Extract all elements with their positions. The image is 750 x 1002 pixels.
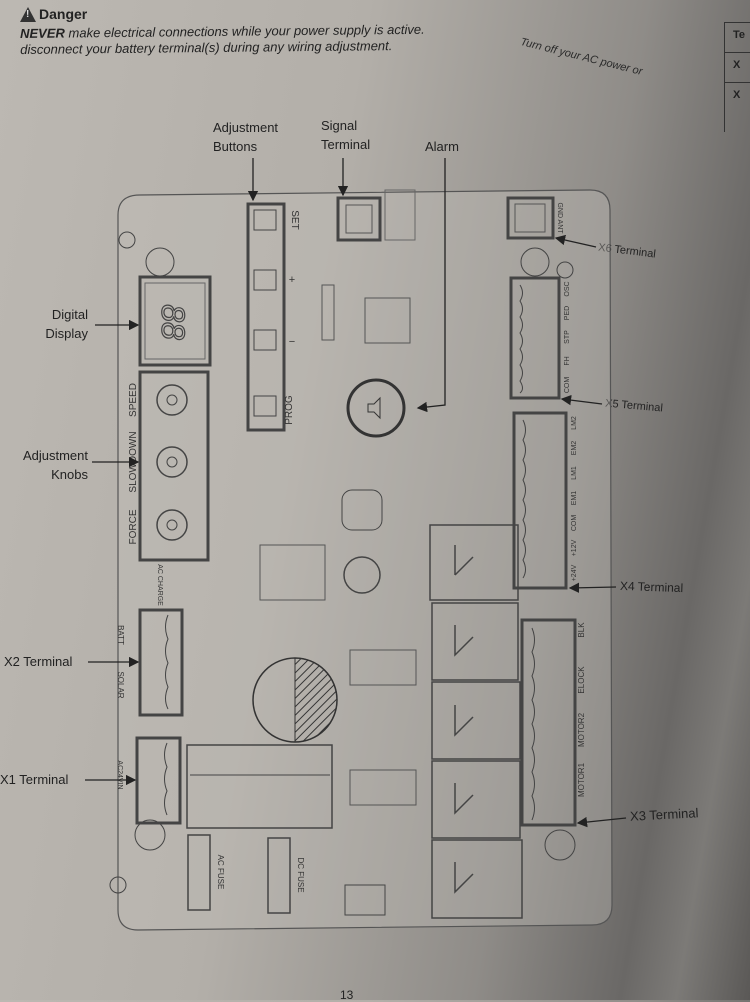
- callout-text: Knobs: [51, 467, 88, 482]
- minus-button[interactable]: [253, 329, 277, 351]
- danger-title: Danger: [39, 6, 88, 22]
- callout-text: Terminal: [321, 137, 371, 152]
- x5-terminal: [509, 276, 561, 400]
- x6-pin-labels: GND ANT: [556, 202, 563, 234]
- x3-pin-label: MOTOR2: [577, 712, 586, 747]
- danger-notice: Danger NEVER make electrical connections…: [20, 6, 425, 58]
- x3-pin-label: ELOCK: [577, 666, 586, 694]
- x4-pin-label: EM1: [571, 491, 578, 506]
- callout-text: Adjustment: [213, 120, 279, 135]
- page-number: 13: [340, 988, 354, 1002]
- side-table-cell: X: [725, 52, 750, 82]
- capacitor: [252, 657, 338, 743]
- alarm-buzzer: [346, 378, 406, 438]
- button-label: SET: [289, 210, 300, 229]
- x6-terminal: [506, 196, 555, 240]
- callout-alarm: Alarm: [425, 139, 459, 154]
- callout-x1-terminal: X1 Terminal: [0, 772, 69, 787]
- display-digits: 88: [155, 304, 191, 340]
- ac-fuse-label: AC FUSE: [216, 855, 225, 890]
- x5-pin-label: COM: [564, 377, 571, 394]
- adjustment-buttons: SET + − PROG: [246, 202, 300, 432]
- warning-triangle-icon: [20, 6, 36, 22]
- callout-x2-terminal: X2 Terminal: [4, 654, 73, 669]
- callout-text: Adjustment: [22, 448, 88, 463]
- relays: [429, 524, 523, 919]
- callout-text: Buttons: [213, 139, 258, 154]
- knob-label: FORCE: [128, 509, 139, 544]
- knob-speed[interactable]: [156, 384, 188, 416]
- x2-pin-label: SOLAR: [116, 671, 125, 698]
- side-table-cell: Te: [725, 22, 750, 52]
- callout-adjustment-buttons: Adjustment Buttons: [213, 118, 278, 156]
- callout-text: Signal: [321, 118, 358, 133]
- x4-pin-label: +12V: [571, 539, 578, 556]
- callout-text: Digital: [51, 307, 88, 322]
- dc-fuse: DC FUSE: [267, 837, 305, 914]
- x4-pin-label: EM2: [571, 441, 578, 456]
- x2-terminal: BATT SOLAR: [116, 608, 184, 717]
- callout-arrows: [85, 158, 627, 828]
- button-label: −: [289, 336, 295, 348]
- knob-slowdown[interactable]: [156, 446, 188, 478]
- callout-adjustment-knobs: Adjustment Knobs: [8, 446, 88, 484]
- x2-pin-label: BATT: [116, 625, 125, 645]
- callout-text: Display: [45, 326, 88, 341]
- callout-signal-terminal: Signal Terminal: [321, 116, 370, 154]
- x5-pin-label: PED: [564, 306, 571, 320]
- prog-button[interactable]: [253, 395, 277, 417]
- side-table-cell: X: [725, 82, 750, 112]
- dc-fuse-label: DC FUSE: [296, 857, 305, 892]
- set-button[interactable]: [253, 209, 277, 231]
- signal-terminal: [336, 196, 382, 242]
- ac-charge-label: AC CHARGE: [156, 564, 163, 606]
- button-label: PROG: [284, 395, 295, 425]
- transformer: [186, 744, 333, 829]
- x4-pin-label: LM2: [571, 416, 578, 430]
- x5-pin-label: STP: [564, 330, 571, 344]
- x3-terminal: [520, 618, 577, 827]
- digital-display: 88: [138, 275, 212, 367]
- knob-force[interactable]: [156, 509, 188, 541]
- x4-pin-label: COM: [571, 515, 578, 532]
- x3-pin-label: MOTOR1: [577, 762, 586, 797]
- x4-pin-label: LM1: [571, 466, 578, 480]
- x4-pin-label: +24V: [571, 564, 578, 581]
- ac-fuse: AC FUSE: [187, 834, 225, 911]
- x4-terminal: [512, 411, 568, 590]
- knob-label: SPEED: [128, 383, 139, 417]
- button-label: +: [289, 274, 295, 286]
- side-table: Te X X: [724, 22, 750, 132]
- danger-heading: Danger: [20, 6, 425, 22]
- x1-terminal: AC24VIN: [116, 736, 182, 825]
- callout-digital-display: Digital Display: [36, 305, 88, 343]
- x5-pin-label: FH: [564, 356, 571, 365]
- plus-button[interactable]: [253, 269, 277, 291]
- x5-pin-label: OSC: [564, 281, 571, 296]
- x3-pin-label: BLK: [577, 622, 586, 638]
- x1-pin-label: AC24VIN: [116, 760, 123, 789]
